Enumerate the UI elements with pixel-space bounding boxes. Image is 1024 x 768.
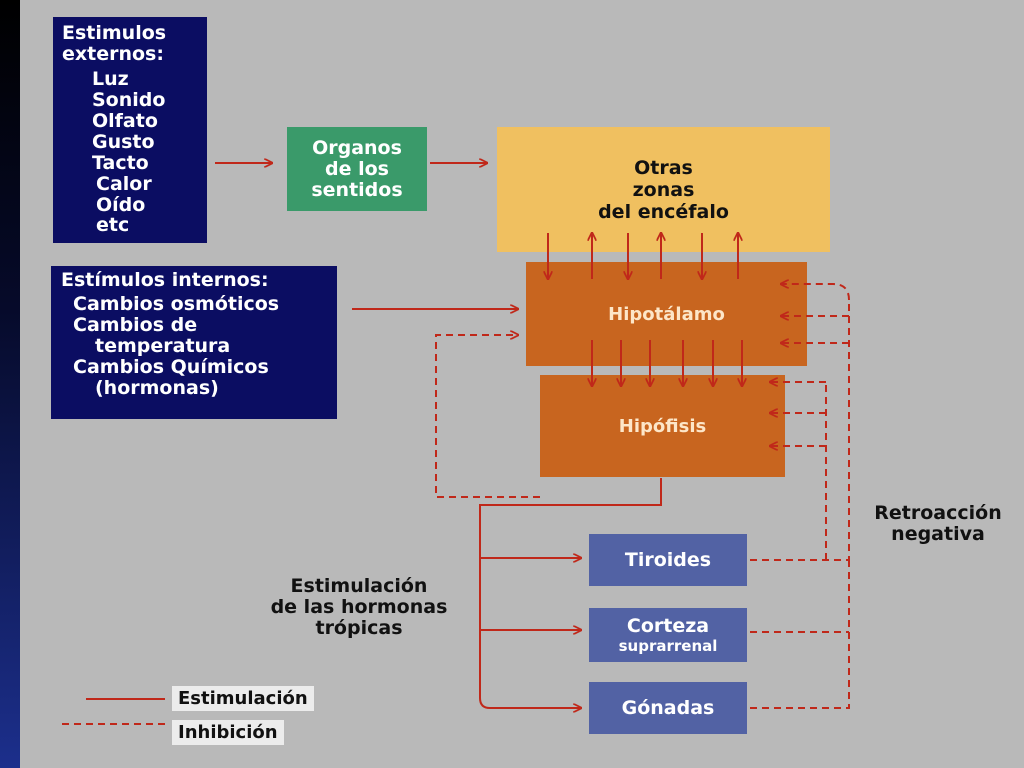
external-item-taste: Gusto [92, 131, 155, 153]
arrow-to-gonads [479, 697, 581, 708]
internal-line-hormones: (hormonas) [95, 377, 219, 399]
external-item-etc: etc [96, 214, 130, 236]
senses-line-2: de los [325, 157, 389, 180]
hypothalamus-box: Hipotálamo [526, 262, 807, 366]
external-item-touch: Tacto [92, 152, 149, 174]
feedback-label-line-1: Retroacción [874, 502, 1002, 524]
adrenal-cortex-box: Corteza suprarrenal [589, 608, 747, 662]
senses-line-1: Organos [312, 136, 402, 159]
pituitary-label: Hipófisis [618, 415, 707, 437]
legend-stimulation-label: Estimulación [172, 686, 314, 711]
internal-title: Estímulos internos: [61, 269, 269, 291]
internal-line-osmotic: Cambios osmóticos [73, 293, 280, 315]
brain-line-2: zonas [632, 178, 695, 201]
adrenal-line-1: Corteza [626, 614, 710, 637]
tropic-label-line-2: de las hormonas [270, 596, 448, 618]
brain-line-3: del encéfalo [598, 200, 729, 223]
dashed-loop-pituitary-to-hypothalamus [435, 335, 540, 498]
tropic-hormones-label: Estimulación de las hormonas trópicas [244, 576, 474, 639]
legend-inhibition-label: Inhibición [172, 720, 284, 745]
feedback-label-line-2: negativa [891, 523, 985, 545]
dashed-feedback-gonads [750, 560, 850, 709]
dashed-to-hypo-top [781, 284, 850, 301]
senses-line-3: sentidos [311, 178, 403, 201]
external-stimuli-box: Estimulos externos: Luz Sonido Olfato Gu… [53, 17, 207, 243]
sense-organs-box: Organos de los sentidos [287, 127, 427, 211]
external-item-smell: Olfato [92, 110, 158, 132]
external-title-line-2: externos: [62, 43, 164, 65]
left-gradient-bar [0, 0, 20, 768]
external-item-sound: Sonido [92, 89, 166, 111]
gonads-label: Gónadas [621, 697, 715, 719]
external-item-heat: Calor [96, 173, 152, 195]
internal-line-temp-2: temperatura [95, 335, 231, 357]
internal-line-chemical: Cambios Químicos [73, 356, 269, 378]
line-pituitary-trunk [479, 478, 662, 698]
external-item-light: Luz [92, 68, 129, 90]
tropic-label-line-3: trópicas [315, 617, 403, 639]
hypothalamus-label: Hipotálamo [608, 303, 725, 325]
other-brain-areas-box: Otras zonas del encéfalo [497, 127, 830, 252]
negative-feedback-label: Retroacción negativa [853, 503, 1023, 545]
external-item-hearing: Oído [96, 194, 146, 216]
thyroid-label: Tiroides [624, 549, 712, 571]
thyroid-box: Tiroides [589, 534, 747, 586]
gonads-box: Gónadas [589, 682, 747, 734]
external-title-line-1: Estimulos [62, 22, 167, 44]
internal-line-temp-1: Cambios de [73, 314, 198, 336]
dashed-feedback-thyroid [750, 300, 850, 561]
brain-line-1: Otras [634, 156, 693, 179]
pituitary-box: Hipófisis [540, 375, 785, 477]
tropic-label-line-1: Estimulación [290, 575, 428, 597]
internal-stimuli-box: Estímulos internos: Cambios osmóticos Ca… [51, 266, 337, 419]
adrenal-line-2: suprarrenal [618, 636, 718, 655]
